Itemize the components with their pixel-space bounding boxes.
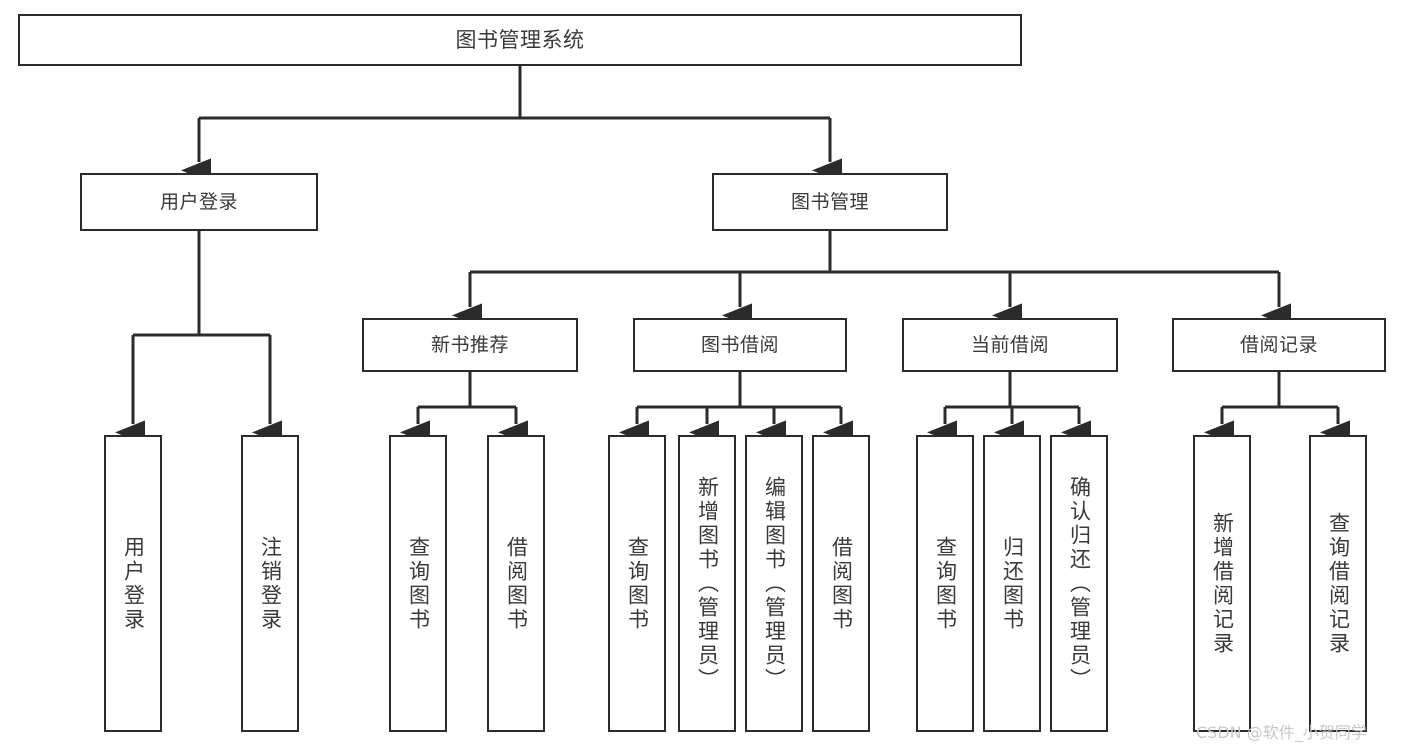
node-label: 确认归还（管理员） [1067,475,1092,692]
node-leaf-return-book[interactable]: 归还图书 [983,435,1041,732]
node-borrow-record[interactable]: 借阅记录 [1172,318,1386,372]
node-book-borrow[interactable]: 图书借阅 [633,318,847,372]
node-new-book-rec[interactable]: 新书推荐 [362,318,578,372]
node-label: 图书管理 [790,190,869,213]
node-current-borrow[interactable]: 当前借阅 [902,318,1118,372]
node-label: 图书借阅 [700,333,779,356]
node-leaf-query-book-1[interactable]: 查询图书 [389,435,447,732]
node-leaf-borrow-book-2[interactable]: 借阅图书 [812,435,870,732]
node-leaf-query-record[interactable]: 查询借阅记录 [1309,435,1367,732]
node-leaf-confirm-return[interactable]: 确认归还（管理员） [1050,435,1108,732]
edge-group [115,66,1350,445]
node-leaf-edit-book[interactable]: 编辑图书（管理员） [745,435,803,732]
node-leaf-user-login[interactable]: 用户登录 [104,435,162,732]
node-label: 归还图书 [1000,535,1025,632]
node-user-login[interactable]: 用户登录 [80,173,318,231]
node-leaf-query-book-2[interactable]: 查询图书 [608,435,666,732]
node-leaf-query-book-3[interactable]: 查询图书 [916,435,974,732]
node-label: 查询图书 [625,535,650,632]
node-label: 借阅图书 [504,535,529,632]
node-label: 查询借阅记录 [1326,511,1351,656]
node-leaf-add-book[interactable]: 新增图书（管理员） [678,435,736,732]
node-label: 借阅记录 [1239,333,1318,356]
node-leaf-user-logout[interactable]: 注销登录 [241,435,299,732]
node-label: 新增借阅记录 [1210,511,1235,656]
node-label: 新增图书（管理员） [695,475,720,692]
node-label: 用户登录 [159,190,238,213]
node-label: 借阅图书 [829,535,854,632]
node-label: 注销登录 [258,535,283,632]
node-label: 查询图书 [933,535,958,632]
node-label: 编辑图书（管理员） [762,475,787,692]
node-book-manage[interactable]: 图书管理 [712,173,948,231]
watermark-label: CSDN @软件_小贺同学 [1196,723,1367,742]
node-label: 查询图书 [406,535,431,632]
node-label: 用户登录 [121,535,146,632]
node-leaf-borrow-book-1[interactable]: 借阅图书 [487,435,545,732]
node-root[interactable]: 图书管理系统 [18,14,1022,66]
node-leaf-add-record[interactable]: 新增借阅记录 [1193,435,1251,732]
node-label: 当前借阅 [970,333,1049,356]
node-label: 新书推荐 [430,333,509,356]
node-label: 图书管理系统 [455,27,585,52]
